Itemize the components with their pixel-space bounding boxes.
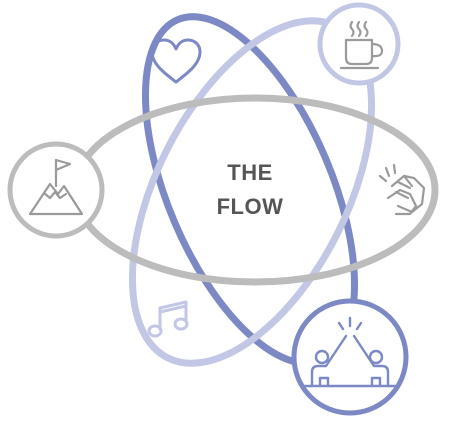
center-title-line2: FLOW: [217, 194, 284, 219]
center-title-line1: THE: [227, 160, 273, 185]
mountain-flag-icon: [28, 158, 84, 216]
music-note-icon: [147, 300, 189, 338]
heart-icon: [150, 38, 202, 84]
node-mountain: [7, 141, 105, 239]
node-high-five: [291, 298, 409, 416]
orbit-gray: [71, 94, 439, 286]
high-five-icon: [303, 316, 397, 388]
node-coffee: [317, 2, 401, 86]
coffee-cup-icon: [339, 20, 384, 70]
clapping-hands-icon: [378, 163, 426, 216]
